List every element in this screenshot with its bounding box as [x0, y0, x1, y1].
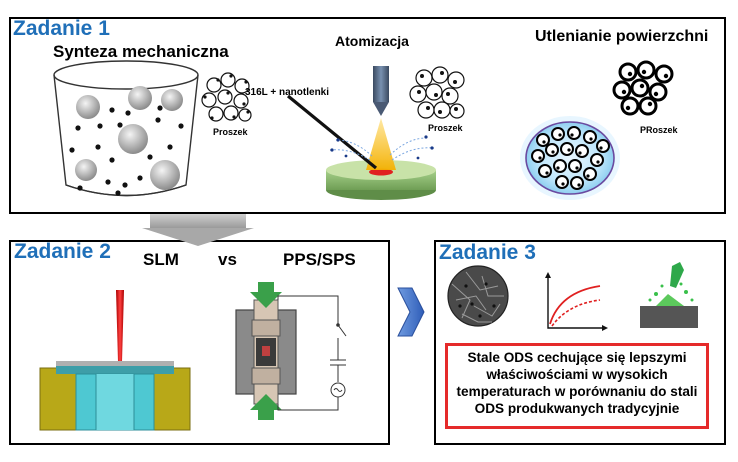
powder-label-2: Proszek: [428, 123, 463, 133]
conclusion-box: Stale ODS cechujące się lepszymi właściw…: [445, 343, 709, 429]
powder-cluster-3-icon: [612, 60, 674, 116]
corrosion-test-icon: [640, 262, 698, 328]
powder-cluster-1-icon: [201, 72, 252, 122]
down-arrow-icon: [142, 214, 254, 246]
pps-sps-label: PPS/SPS: [283, 250, 356, 269]
beaker-icon: [53, 60, 199, 197]
mech-alloying-label: Synteza mechaniczna: [53, 42, 229, 61]
oxidation-bath-icon: [520, 116, 620, 200]
slm-label: SLM: [143, 250, 179, 269]
vs-label: vs: [218, 250, 237, 269]
slm-machine-icon: [39, 290, 191, 431]
powder-label-1: Proszek: [213, 127, 248, 137]
powder-label-3: PRoszek: [640, 125, 678, 135]
creep-curve-icon: [545, 272, 608, 331]
atomizer-icon: [286, 66, 436, 200]
task2-title: Zadanie 2: [14, 240, 111, 263]
pps-sps-press-icon: [235, 282, 347, 420]
atomization-label: Atomizacja: [335, 33, 409, 49]
task1-title: Zadanie 1: [13, 17, 110, 40]
microstructure-icon: [447, 265, 509, 327]
task3-title: Zadanie 3: [439, 241, 536, 264]
powder-cluster-2-icon: [409, 66, 465, 119]
right-arrow-icon: [397, 287, 425, 337]
oxidation-label: Utlenianie powierzchni: [535, 28, 709, 45]
feedstock-label: 316L + nanotlenki: [245, 87, 330, 98]
